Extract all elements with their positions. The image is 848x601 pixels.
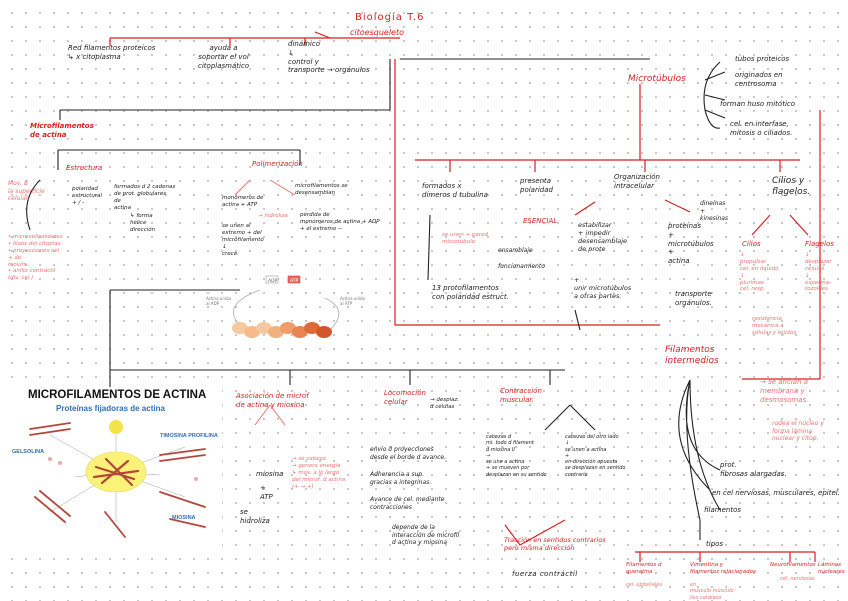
contr-traccion: Tracción en sentidos contrarios pero mis… bbox=[504, 536, 606, 552]
mt-formados: formados x dímeros d tubulina bbox=[422, 182, 488, 200]
asoc-hidroliza: se hidroliza bbox=[240, 508, 270, 526]
intro-dinamico: dinámico ↓ control y transporte → orgánu… bbox=[288, 40, 370, 75]
mf-polaridad: polaridad estructural + / - bbox=[72, 186, 102, 207]
microtubulos-originados: originados en centrosoma bbox=[735, 71, 783, 89]
fi-tipo4: Láminas nucleares bbox=[818, 562, 845, 576]
mf-left-top: Mov. d la superficie celular. bbox=[8, 180, 45, 203]
fi-filamentos: filamentos bbox=[704, 506, 741, 515]
fi-resistencia: resistencia mecánica a células y tejidos bbox=[752, 316, 796, 337]
loc-step1: envío d proyecciones desde el borde d av… bbox=[370, 446, 446, 461]
fi-cel: en cel nerviosas, musculares, epitel. bbox=[712, 489, 840, 498]
mt-funcionamiento: funcionamiento bbox=[498, 263, 545, 271]
asoc-miosina: miosina bbox=[256, 470, 283, 479]
asoc-note: → se cabeza → genera energía ↳ mov. a lo… bbox=[292, 456, 345, 490]
mt-presenta: presenta polaridad bbox=[520, 177, 553, 195]
fi-tipo2b: en músculo músculo liso cardíaco bbox=[690, 582, 734, 601]
fi-tipo1: Filamentos d queratina bbox=[626, 562, 661, 576]
mt-proteinas: proteínas + microtúbulos + actina bbox=[668, 222, 714, 266]
loc-desplaz: → desplaz. d células bbox=[430, 397, 459, 411]
mf-desensamblan: microfilamentos se desensamblan bbox=[295, 183, 348, 197]
page-title: Biología T.6 bbox=[355, 12, 425, 25]
mf-polimerizacion: Polimerización bbox=[252, 160, 303, 169]
mt-organizacion: Organización intracelular bbox=[614, 173, 660, 191]
mf-left-list: • microvellosidades • lilaos del citopla… bbox=[8, 234, 63, 282]
fi-tipo3: Neurofilamentos bbox=[770, 562, 816, 569]
fi-tipos: tipos bbox=[706, 540, 723, 549]
mf-monomeros: monómeros de actina + ATP bbox=[222, 195, 263, 209]
asoc-heading: Asociación de microf de actina y miosina bbox=[236, 392, 309, 410]
fig-adp-label: ADP bbox=[268, 278, 278, 284]
mt-cilios: Cilios bbox=[742, 240, 761, 249]
panel-illustration bbox=[10, 387, 222, 557]
fig-atp-label: ATP bbox=[290, 278, 298, 284]
mt-cilios-desc: ↓ propulsar cel. en líquido ↓ plurimas c… bbox=[740, 252, 778, 293]
mt-transporte: transporte orgánulos. bbox=[675, 290, 712, 308]
mt-ensamblaje: ensamblaje bbox=[498, 247, 533, 255]
actin-chain bbox=[232, 322, 332, 338]
microtubulos-heading: Microtúbulos bbox=[628, 74, 686, 85]
microtubulos-tubos: tubos proteicos bbox=[735, 55, 789, 64]
mt-esencial: ESENCIAL bbox=[523, 217, 557, 226]
fi-anclaje: → se anclan a membrana y desmosomas. bbox=[760, 378, 808, 404]
contr-heading: Contracción muscular. bbox=[500, 387, 542, 405]
fi-tipo3b: cél. nerviosas bbox=[780, 576, 814, 582]
loc-step3: Avance de cel. mediante contracciones bbox=[370, 496, 444, 511]
mt-protofilamentos: 13 protofilamentos con polaridad estruct… bbox=[432, 284, 509, 302]
fi-rodea: rodea el núcleo y forma lámina nuclear y… bbox=[772, 420, 824, 443]
microtubulos-cel: cel. en interfase, mitosis o ciliados. bbox=[730, 120, 792, 138]
mf-se-unen: se unen al extremo + del microfilamento … bbox=[222, 223, 264, 257]
fi-tipo2: Vimentina y filamentos relacionados bbox=[690, 562, 756, 576]
loc-heading: Locomoción celular bbox=[384, 389, 426, 407]
mt-formados-note: se unen + pared microtúbulo bbox=[442, 232, 488, 246]
mt-flagelos: Flagelos bbox=[805, 240, 834, 249]
loc-depende: depende de la interacción de microfil d … bbox=[392, 524, 459, 547]
loc-step2: Adherencia a sup. gracias a integrinas. bbox=[370, 471, 431, 486]
intro-soporte: ayuda a soportar el vol citoplasmático bbox=[198, 44, 249, 70]
mf-heading: Microfilamentos de actina bbox=[30, 122, 94, 140]
mt-unir: + unir microtúbulos a otras partes. bbox=[574, 276, 631, 300]
fi-heading: Filamentos intermedios bbox=[665, 345, 719, 368]
mt-dineinas: dineínas + kinesinas bbox=[700, 200, 728, 223]
mf-hidroliza: → hidroliza bbox=[258, 213, 288, 220]
contr-right: cabezas del otro lado ↓ se unen a actina… bbox=[565, 434, 625, 478]
mt-estabilizar: estabilizar + impedir desensamblaje de p… bbox=[578, 221, 627, 254]
page-subtitle: citoesqueleto bbox=[350, 28, 404, 38]
intro-red: Red filamentos proteicos ↳ x citoplasma bbox=[68, 44, 155, 62]
mt-flagelos-desc: ↓ desplazar células ↓ esperma- tozoides bbox=[805, 252, 832, 293]
mt-cilios-flagelos: Cilios y flagelos. bbox=[772, 176, 810, 199]
mf-estructura: Estructura bbox=[66, 164, 102, 173]
microtubulos-huso: forman huso mitótico bbox=[720, 100, 795, 109]
fi-tipo1b: cel. epiteliales bbox=[626, 582, 662, 588]
contr-fuerza: fuerza contráctil bbox=[512, 570, 578, 579]
mf-formados: formados d 2 cadenas de prot. globulares… bbox=[114, 184, 175, 212]
asoc-atp: + ATP bbox=[260, 484, 273, 502]
contr-left: cabezas d mi. todo d filament d miosina … bbox=[486, 434, 547, 478]
actin-binding-panel: MICROFILAMENTOS DE ACTINA Proteínas fija… bbox=[10, 387, 222, 557]
fi-prot: prot. fibrosas alargadas. bbox=[720, 461, 787, 479]
mf-torsion: ↳ forma hélice dirección bbox=[130, 213, 155, 234]
mf-perdida: pérdida de monómeros de actina + ADP + e… bbox=[300, 212, 380, 233]
